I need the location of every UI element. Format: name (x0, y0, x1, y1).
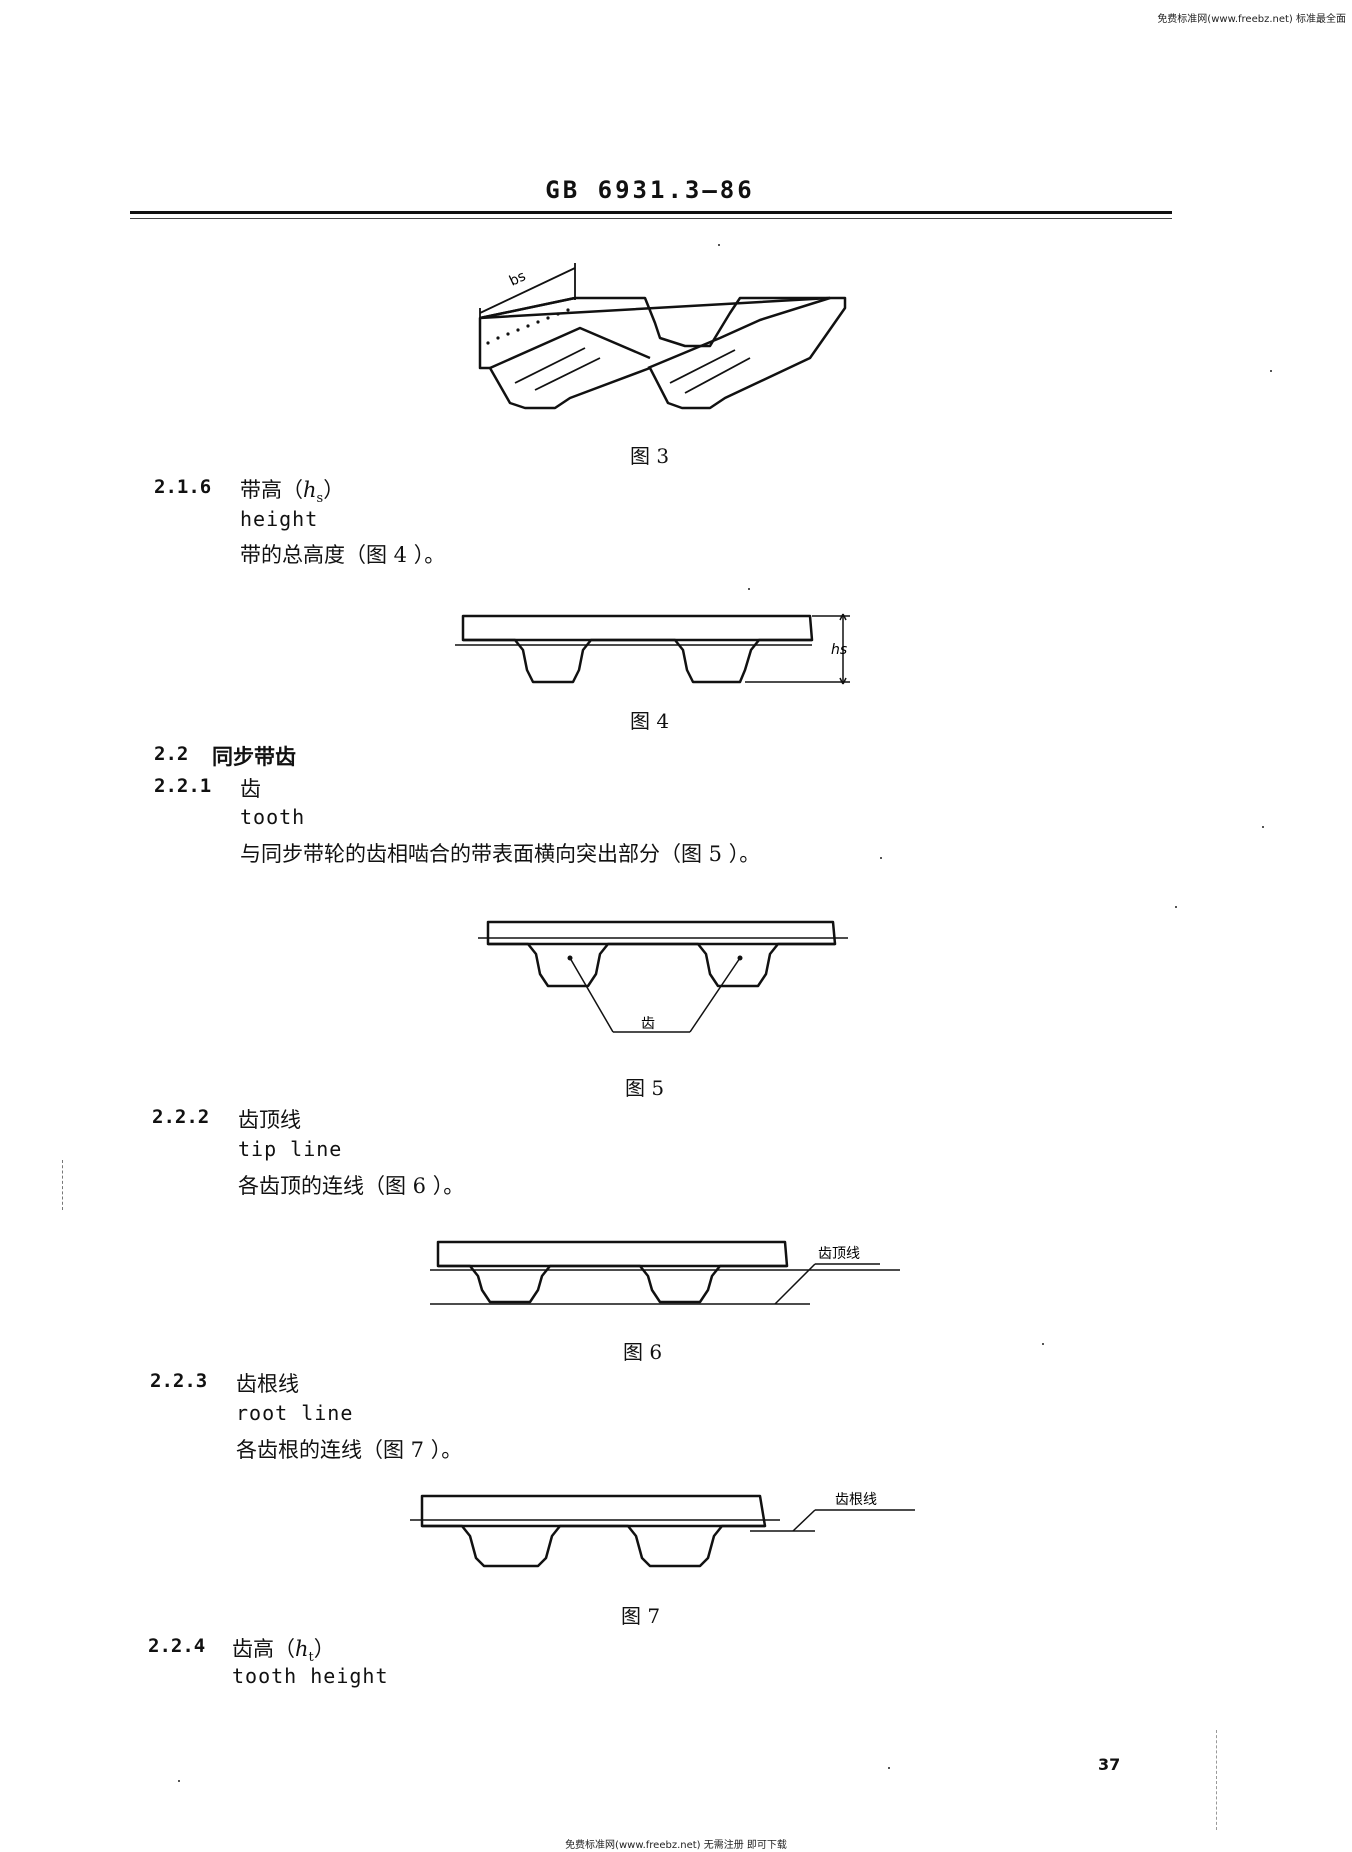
english-term-2-2-3: root line (236, 1401, 354, 1425)
english-term-2-1-6: height (240, 507, 319, 531)
section-title-close: ） (323, 478, 345, 502)
standard-code-header: GB 6931.3—86 (545, 176, 755, 204)
section-number-2-2-3: 2.2.3 (150, 1370, 208, 1392)
section-title-text: 带高（ (240, 478, 303, 502)
definition-2-2-3: 各齿根的连线（图 7 ）。 (236, 1438, 463, 1462)
section-title-2-2-2: 齿顶线 (238, 1108, 301, 1132)
figure-5-tooth-label: 齿 (641, 1016, 655, 1032)
scan-speck (888, 1767, 890, 1769)
figure-7-root-line-label: 齿根线 (835, 1492, 877, 1508)
header-rule (130, 211, 1172, 214)
scan-speck (1175, 906, 1177, 908)
scan-speck (748, 588, 750, 590)
figure-7-root-line-drawing: 齿根线 (410, 1492, 915, 1568)
scan-speck (178, 1780, 180, 1782)
figure-3-dim-label: bs (507, 268, 528, 289)
figure-5-tooth-drawing: 齿 (478, 920, 848, 1033)
watermark-bottom: 免费标准网(www.freebz.net) 无需注册 即可下载 (565, 1840, 787, 1851)
definition-2-2-2: 各齿顶的连线（图 6 ）。 (238, 1174, 465, 1198)
english-term-2-2-2: tip line (238, 1137, 343, 1161)
scan-speck (718, 244, 720, 246)
figure-6-caption: 图 6 (623, 1340, 663, 1364)
section-title-symbol: h (303, 478, 317, 502)
figure-4-caption: 图 4 (630, 709, 670, 733)
section-number-2-2-1: 2.2.1 (154, 775, 212, 797)
scan-speck (1262, 826, 1264, 828)
section-title-subscript: t (308, 1650, 314, 1666)
figure-6-tip-line-drawing: 齿顶线 (430, 1240, 900, 1305)
figure-5-caption: 图 5 (625, 1076, 665, 1100)
section-title-subscript: s (316, 491, 324, 507)
figure-7-caption: 图 7 (621, 1604, 661, 1628)
english-term-2-2-1: tooth (240, 805, 306, 829)
section-title-2-2-3: 齿根线 (236, 1372, 299, 1396)
section-number-2-2-4: 2.2.4 (148, 1635, 206, 1657)
section-title-2-2-4: 齿高（ht） (232, 1633, 335, 1665)
figure-3-caption: 图 3 (630, 444, 670, 468)
page-number: 37 (1098, 1755, 1121, 1774)
scan-speck (1042, 1343, 1044, 1345)
scan-edge-mark (1216, 1730, 1218, 1830)
scan-speck (880, 857, 882, 859)
definition-2-1-6: 带的总高度（图 4 ）。 (240, 543, 446, 567)
figure-4-belt-height-drawing: hs (455, 613, 850, 685)
scan-speck (1270, 370, 1272, 372)
figure-6-tip-line-label: 齿顶线 (818, 1246, 860, 1262)
header-rule-thin (130, 218, 1172, 219)
section-title-2-2: 同步带齿 (212, 744, 296, 769)
section-title-symbol: h (295, 1637, 309, 1661)
section-title-close: ） (313, 1637, 335, 1661)
watermark-top: 免费标准网(www.freebz.net) 标准最全面 (1157, 14, 1346, 25)
definition-2-2-1: 与同步带轮的齿相啮合的带表面横向突出部分（图 5 ）。 (240, 842, 761, 866)
section-number-2-2: 2.2 (154, 743, 189, 765)
section-number-2-2-2: 2.2.2 (152, 1106, 210, 1128)
scan-edge-mark (62, 1160, 64, 1210)
figure-3-belt-width-drawing: bs (478, 263, 847, 410)
figure-4-dim-label: hs (831, 642, 847, 658)
section-title-2-1-6: 带高（hs） (240, 474, 344, 506)
english-term-2-2-4: tooth height (232, 1664, 389, 1688)
section-number-2-1-6: 2.1.6 (154, 476, 212, 498)
section-title-text: 齿高（ (232, 1637, 295, 1661)
section-title-2-2-1: 齿 (240, 777, 261, 801)
